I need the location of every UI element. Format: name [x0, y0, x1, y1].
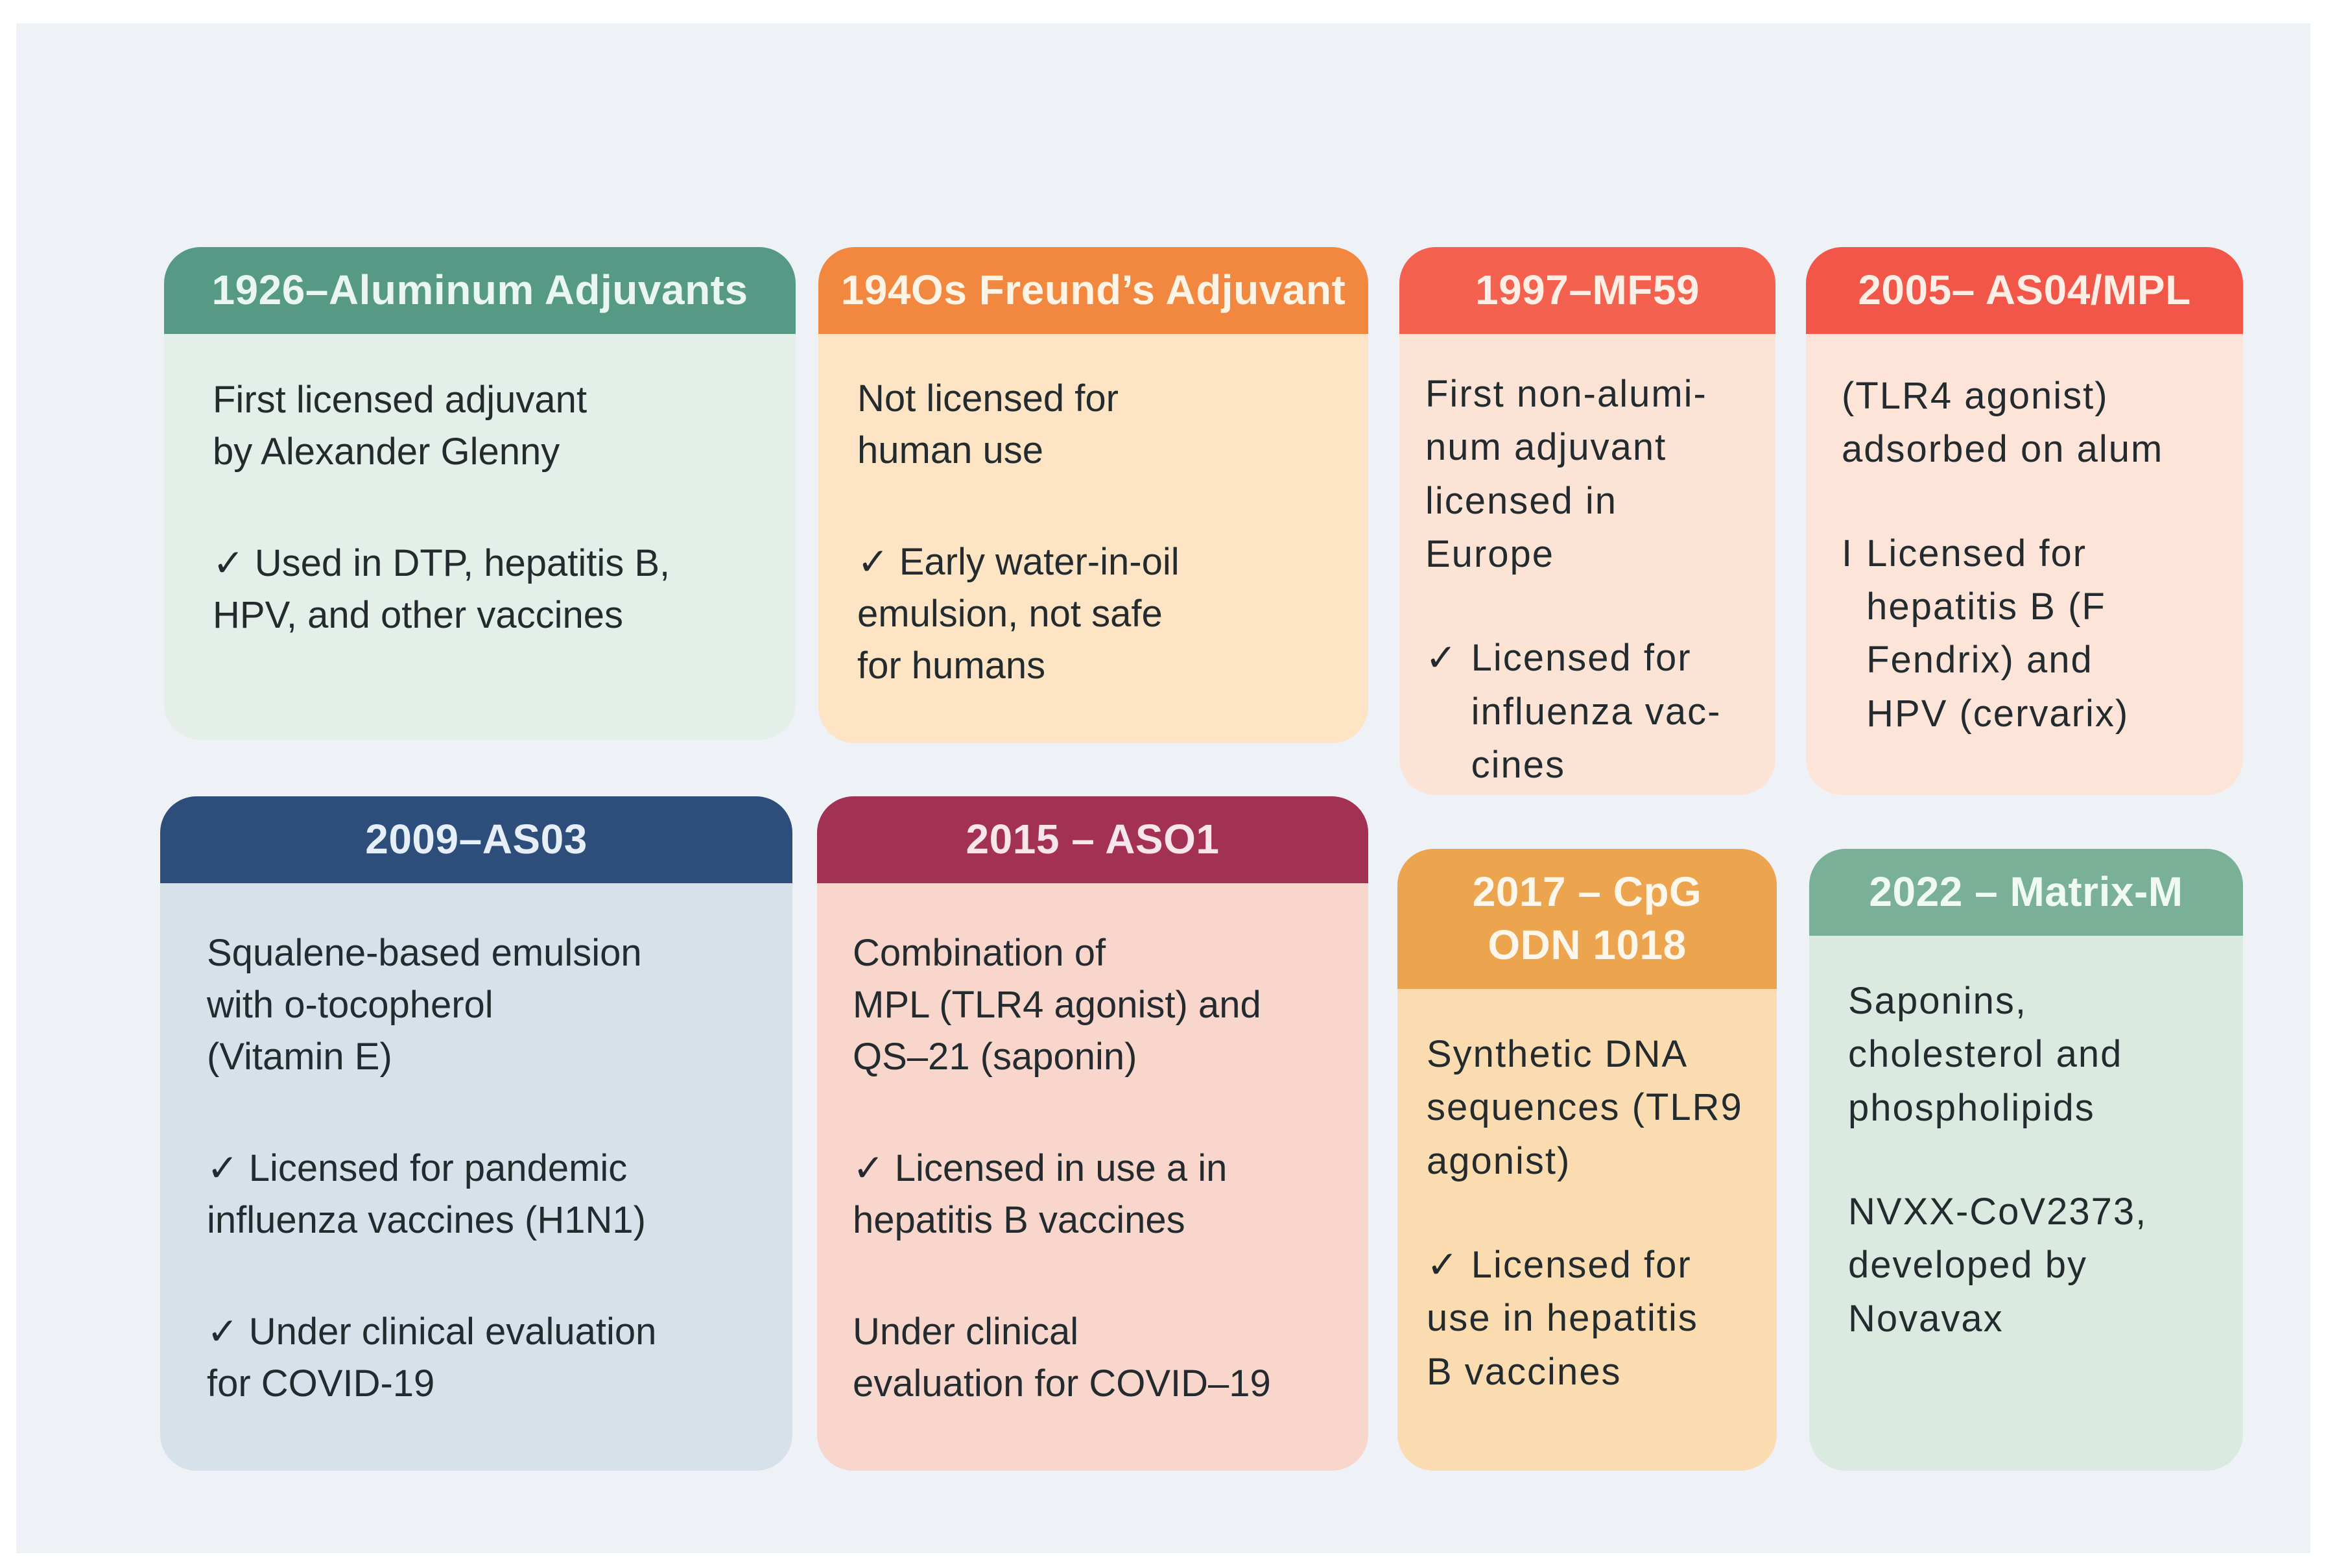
card-2009-as03: 2009–AS03 Squalene-based emulsion with o… — [160, 796, 792, 1471]
card-2005-list-item: I Licensed for hepatitis B (F Fendrix) a… — [1842, 527, 2220, 741]
check-icon: ✓ — [1425, 637, 1458, 680]
card-body-2015: Combination of MPL (TLR4 agonist) and QS… — [817, 883, 1368, 1410]
card-2017-cpg-odn-1018: 2017 – CpG ODN 1018 Synthetic DNA sequen… — [1397, 849, 1777, 1471]
card-1997-mf59: 1997–MF59 First non-alumi- num adjuvant … — [1399, 247, 1775, 795]
card-1997-check-item: ✓ Licensed for influenza vac- cines — [1425, 632, 1756, 792]
bar-marker-icon: I — [1842, 532, 1854, 575]
card-2015-aso1: 2015 – ASO1 Combination of MPL (TLR4 ago… — [817, 796, 1368, 1471]
card-body-1940s: Not licensed for human use ✓ Early water… — [818, 334, 1368, 692]
card-2022-paragraph: Saponins, cholesterol and phospholipids — [1848, 979, 2123, 1129]
card-header-1997: 1997–MF59 — [1399, 247, 1775, 334]
card-1997-paragraph: First non-alumi- num adjuvant licensed i… — [1425, 372, 1707, 575]
card-2005-list-text: Licensed for hepatitis B (F Fendrix) and… — [1866, 532, 2130, 735]
card-2022-matrix-m: 2022 – Matrix-M Saponins, cholesterol an… — [1809, 849, 2243, 1471]
card-header-2017: 2017 – CpG ODN 1018 — [1397, 849, 1777, 989]
card-2017-paragraph: ✓ Licensed for use in hepatitis B vaccin… — [1427, 1243, 1698, 1393]
card-2009-paragraph: Squalene-based emulsion with o-tocophero… — [207, 931, 642, 1078]
card-body-1997: First non-alumi- num adjuvant licensed i… — [1399, 334, 1775, 792]
card-1940s-freunds-adjuvant: 194Os Freund’s Adjuvant Not licensed for… — [818, 247, 1368, 743]
card-1926-aluminum-adjuvants: 1926–Aluminum Adjuvants First licensed a… — [164, 247, 796, 740]
card-1940s-paragraph: Not licensed for human use — [857, 377, 1119, 471]
card-header-1926: 1926–Aluminum Adjuvants — [164, 247, 796, 334]
card-header-2005: 2005– AS04/MPL — [1806, 247, 2243, 334]
card-2017-paragraph: Synthetic DNA sequences (TLR9 agonist) — [1427, 1032, 1743, 1182]
card-body-2022: Saponins, cholesterol and phospholipids … — [1809, 936, 2243, 1346]
card-body-1926: First licensed adjuvant by Alexander Gle… — [164, 334, 796, 641]
card-body-2005: (TLR4 agonist) adsorbed on alum I Licens… — [1806, 334, 2243, 741]
card-2015-paragraph: Combination of MPL (TLR4 agonist) and QS… — [853, 931, 1261, 1078]
card-body-2009: Squalene-based emulsion with o-tocophero… — [160, 883, 792, 1410]
card-1940s-paragraph: ✓ Early water-in-oil emulsion, not safe … — [857, 540, 1180, 687]
card-2005-paragraph: (TLR4 agonist) adsorbed on alum — [1842, 374, 2164, 471]
card-2009-paragraph: ✓ Under clinical evaluation for COVID-19 — [207, 1311, 657, 1405]
card-header-2022: 2022 – Matrix-M — [1809, 849, 2243, 936]
card-2005-as04-mpl: 2005– AS04/MPL (TLR4 agonist) adsorbed o… — [1806, 247, 2243, 795]
card-2015-paragraph: Under clinical evaluation for COVID–19 — [853, 1311, 1271, 1405]
card-2015-paragraph: ✓ Licensed in use a in hepatitis B vacci… — [853, 1147, 1228, 1242]
card-2022-paragraph: NVXX-CoV2373, developed by Novavax — [1848, 1190, 2148, 1340]
card-header-2015: 2015 – ASO1 — [817, 796, 1368, 883]
card-1926-paragraph: ✓ Used in DTP, hepatitis B, HPV, and oth… — [213, 541, 671, 636]
card-header-1940s: 194Os Freund’s Adjuvant — [818, 247, 1368, 334]
card-2009-paragraph: ✓ Licensed for pandemic influenza vaccin… — [207, 1147, 646, 1242]
card-header-2009: 2009–AS03 — [160, 796, 792, 883]
card-body-2017: Synthetic DNA sequences (TLR9 agonist) ✓… — [1397, 989, 1777, 1399]
card-1997-check-text: Licensed for influenza vac- cines — [1471, 637, 1722, 787]
infographic-canvas: 1926–Aluminum Adjuvants First licensed a… — [16, 23, 2310, 1553]
card-1926-paragraph: First licensed adjuvant by Alexander Gle… — [213, 378, 587, 473]
